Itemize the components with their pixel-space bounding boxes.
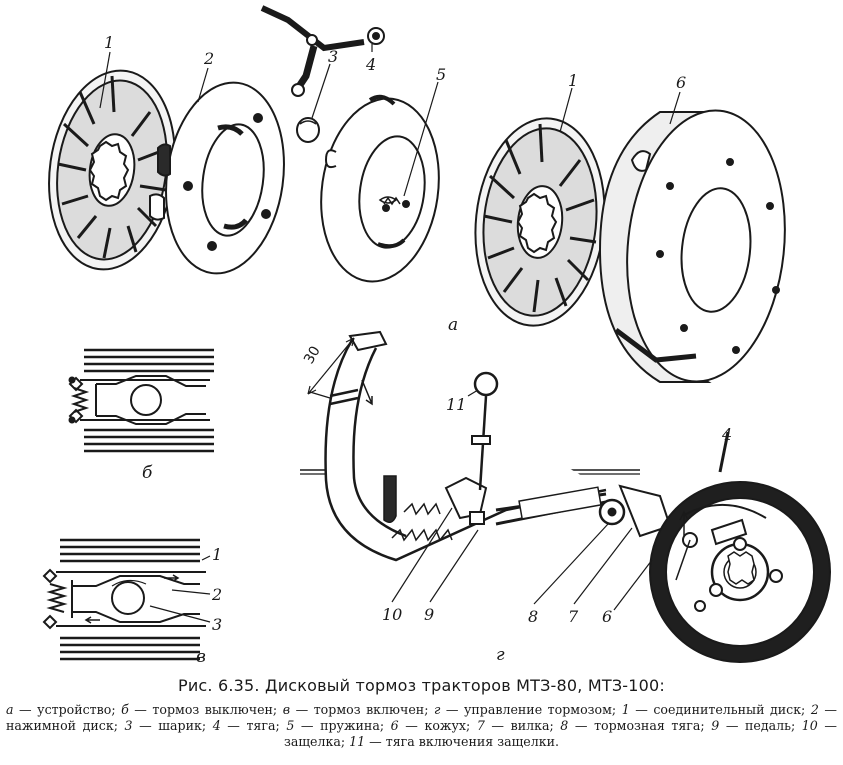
callout-11-latch-rod: 11 xyxy=(446,395,466,414)
legend-key: 2 xyxy=(810,702,819,717)
legend-text: — соединительный диск; xyxy=(629,702,811,717)
dimension-30-label: 30 xyxy=(301,343,324,366)
legend-text: — защелка; xyxy=(283,718,838,749)
legend-text: — тормозная тяга; xyxy=(568,718,712,733)
legend-text: — кожух; xyxy=(398,718,477,733)
callout-2-pressure-disc: 2 xyxy=(203,49,214,68)
legend-key: 7 xyxy=(476,718,485,733)
legend-key: а xyxy=(6,702,14,717)
legend-text: — пружина; xyxy=(294,718,391,733)
callout-1-disc-right: 1 xyxy=(568,71,578,90)
callout-v-1: 1 xyxy=(212,545,222,564)
pressure-disc xyxy=(149,81,285,275)
legend-key: б xyxy=(121,702,129,717)
legend-text: — педаль; xyxy=(719,718,802,733)
panel-a-exploded-view xyxy=(48,5,786,383)
callout-3-ball: 3 xyxy=(328,47,338,66)
legend-text: — вилка; xyxy=(484,718,561,733)
fork xyxy=(598,484,672,538)
legend-key: 5 xyxy=(286,718,295,733)
callout-5-spring: 5 xyxy=(436,65,446,84)
legend-key: 4 xyxy=(212,718,221,733)
ball xyxy=(296,117,320,143)
legend-text: — устройство; xyxy=(13,702,122,717)
spring-disc xyxy=(320,94,440,283)
legend-key: 8 xyxy=(560,718,569,733)
latch-rod xyxy=(471,371,499,491)
legend-text: — управление тормозом; xyxy=(440,702,622,717)
legend-key: 10 xyxy=(801,718,818,733)
panel-b-brake-off xyxy=(68,348,214,453)
panel-v-brake-on xyxy=(42,538,211,661)
legend-key: 1 xyxy=(621,702,630,717)
legend-key: в xyxy=(282,702,291,717)
panel-g-brake-control xyxy=(300,330,831,663)
callout-1-disc: 1 xyxy=(104,33,114,52)
latch xyxy=(444,476,488,525)
pedal xyxy=(324,330,607,562)
legend-key: 3 xyxy=(124,718,133,733)
legend-text: — тормоз включен; xyxy=(290,702,434,717)
legend-text: — шарик; xyxy=(132,718,213,733)
legend-text: — тормоз выключен; xyxy=(128,702,283,717)
legend-text: — тяга включения защелки. xyxy=(365,734,560,749)
callout-10-latch: 10 xyxy=(382,605,402,624)
legend-text: — нажимной диск; xyxy=(6,702,837,733)
callout-v-3: 3 xyxy=(212,615,222,634)
callout-6-housing-g: 6 xyxy=(602,607,612,626)
legend-key: 9 xyxy=(711,718,720,733)
legend-key: 6 xyxy=(390,718,399,733)
callout-9-pedal: 9 xyxy=(424,605,434,624)
brake-drum xyxy=(649,481,831,663)
legend-key: г xyxy=(433,702,441,717)
figure-caption-title: Рис. 6.35. Дисковый тормоз тракторов МТЗ… xyxy=(177,676,666,695)
panel-label-g: г xyxy=(496,645,505,665)
connecting-disc-left xyxy=(48,69,176,271)
panel-label-a: а xyxy=(448,315,458,335)
legend-text: — тяга; xyxy=(220,718,287,733)
callout-4-rod: 4 xyxy=(365,55,376,74)
panel-label-v: в xyxy=(196,647,206,667)
brake-illustration: 1 2 3 4 5 1 6 а б xyxy=(42,5,831,667)
connecting-disc-right xyxy=(474,117,606,327)
housing xyxy=(598,109,786,383)
leader-lines-a xyxy=(99,44,681,197)
callout-v-2: 2 xyxy=(211,585,222,604)
callout-6-housing: 6 xyxy=(676,73,686,92)
legend-key: 11 xyxy=(349,734,366,749)
rod-linkage-top xyxy=(260,5,385,97)
callout-7-fork: 7 xyxy=(568,607,579,626)
callout-4-rod-g: 4 xyxy=(721,425,732,444)
dimension-30 xyxy=(307,337,355,399)
callout-8-brake-rod: 8 xyxy=(528,607,538,626)
figure-caption-legend: а — устройство; б — тормоз выключен; в —… xyxy=(6,702,837,750)
panel-label-b: б xyxy=(142,463,153,483)
